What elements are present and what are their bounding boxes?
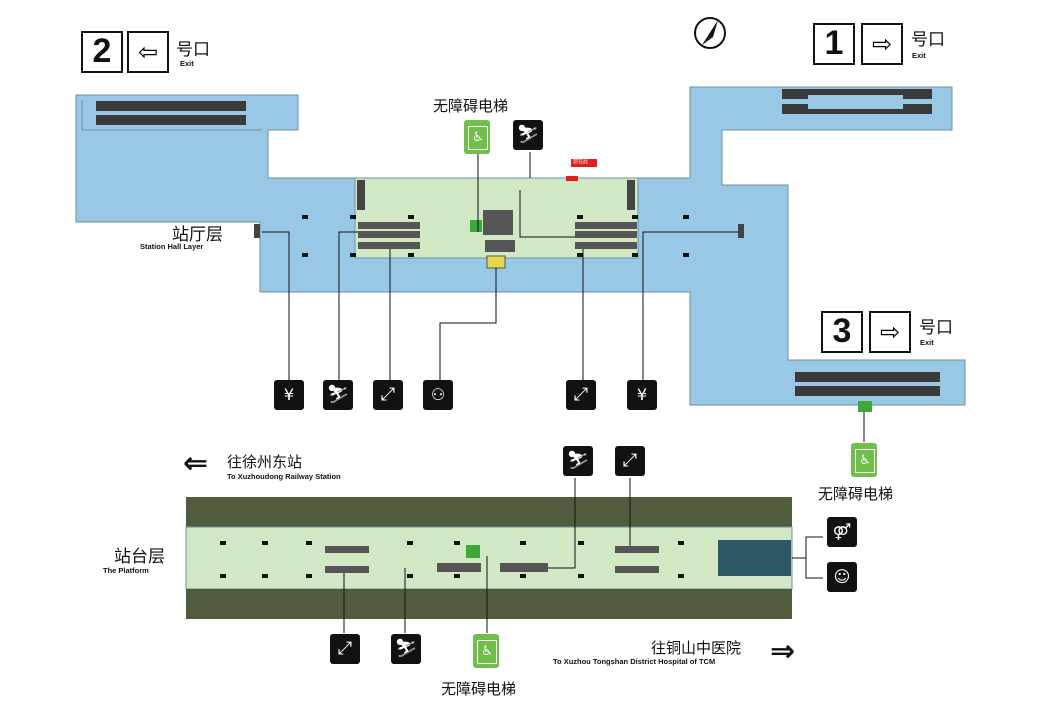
ticket-machine-icon: ¥ bbox=[274, 380, 304, 410]
direction-west: 往徐州东站 bbox=[227, 453, 303, 471]
escalator-exit2 bbox=[96, 101, 246, 125]
you-are-here-flag bbox=[571, 159, 597, 167]
stairs-icon: ⛷ bbox=[391, 634, 421, 664]
stairs-icon: ⛷ bbox=[323, 380, 353, 410]
hall-label-en: Station Hall Layer bbox=[140, 242, 204, 251]
arrow-right-icon: ⇒ bbox=[770, 634, 796, 669]
exit-3-label: 号口 bbox=[919, 318, 953, 338]
hall-leader-lines bbox=[262, 152, 865, 442]
hall-label: 站厅层 bbox=[172, 225, 223, 245]
compass-icon bbox=[694, 17, 726, 49]
escalator-icon: ⤢ bbox=[373, 380, 403, 410]
exit-3-label-en: Exit bbox=[920, 338, 934, 347]
arrow-left-icon: ⇐ bbox=[183, 446, 209, 481]
escalator-exit3 bbox=[795, 372, 940, 396]
platform-leader-lines bbox=[343, 478, 823, 633]
direction-east-en: To Xuzhou Tongshan District Hospital of … bbox=[553, 657, 716, 666]
nursery-icon: ☺ bbox=[827, 562, 857, 592]
stairs-icon: ⛷ bbox=[513, 120, 543, 150]
accessible-elevator-icon: ♿ bbox=[851, 443, 877, 477]
hall-elevator bbox=[470, 220, 482, 232]
accessible-elevator-icon: ♿ bbox=[464, 120, 490, 154]
platform-floor bbox=[185, 526, 793, 590]
exit-2-label-en: Exit bbox=[180, 59, 194, 68]
platform-columns bbox=[220, 541, 684, 578]
exit3-elevator bbox=[858, 401, 872, 412]
exit-right-arrow-icon: ⇨ bbox=[869, 311, 911, 353]
exit3-elevator-label: 无障碍电梯 bbox=[818, 485, 894, 503]
escalator-icon: ⤢ bbox=[615, 446, 645, 476]
exit-1-label-en: Exit bbox=[912, 51, 926, 60]
track-north bbox=[186, 497, 792, 527]
hall-service-counter bbox=[486, 255, 506, 269]
exit-right-arrow-icon: ⇨ bbox=[861, 23, 903, 65]
exit-left-arrow-icon: ⇦ bbox=[127, 31, 169, 73]
hall-columns bbox=[302, 215, 689, 257]
you-are-here-marker bbox=[566, 176, 578, 181]
toilet-icon: ⚤ bbox=[827, 517, 857, 547]
ticket-machine-icon: ¥ bbox=[627, 380, 657, 410]
platform-label: 站台层 bbox=[114, 547, 165, 567]
exit-1-number: 1 bbox=[813, 23, 855, 65]
hall-elevator-label: 无障碍电梯 bbox=[433, 97, 509, 115]
escalator-icon: ⤢ bbox=[566, 380, 596, 410]
exit-2-number: 2 bbox=[81, 31, 123, 73]
service-center-icon: ⚇ bbox=[423, 380, 453, 410]
hall-escalators bbox=[254, 180, 744, 252]
direction-west-en: To Xuzhoudong Railway Station bbox=[227, 472, 341, 481]
exit-3-number: 3 bbox=[821, 311, 863, 353]
exit-2-label: 号口 bbox=[176, 40, 210, 60]
accessible-elevator-icon: ♿ bbox=[473, 634, 499, 668]
platform-elevator-label: 无障碍电梯 bbox=[441, 680, 517, 698]
escalator-exit1 bbox=[782, 89, 932, 114]
stairs-icon: ⛷ bbox=[563, 446, 593, 476]
direction-east: 往铜山中医院 bbox=[651, 639, 742, 657]
you-are-here-label: 您在此 bbox=[573, 159, 589, 165]
track-south bbox=[186, 589, 792, 619]
platform-escalators bbox=[325, 546, 659, 573]
platform-elevator bbox=[466, 545, 480, 558]
exit-1-label: 号口 bbox=[911, 30, 945, 50]
platform-label-en: The Platform bbox=[103, 566, 149, 575]
platform-room bbox=[718, 540, 791, 576]
escalator-icon: ⤢ bbox=[330, 634, 360, 664]
